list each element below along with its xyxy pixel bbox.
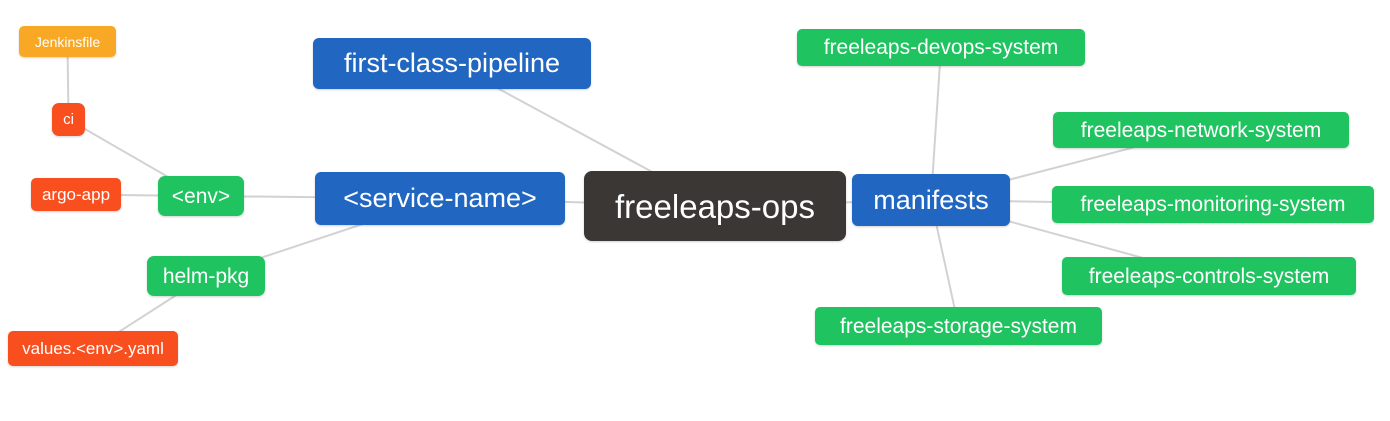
node-freeleaps-storage-system[interactable]: freeleaps-storage-system	[815, 307, 1102, 345]
node-label: argo-app	[41, 185, 111, 204]
node-env[interactable]: <env>	[158, 176, 244, 216]
node-freeleaps-network-system[interactable]: freeleaps-network-system	[1053, 112, 1349, 148]
node-label: <env>	[171, 184, 231, 208]
node-manifests[interactable]: manifests	[852, 174, 1010, 226]
node-values-env-yaml[interactable]: values.<env>.yaml	[8, 331, 178, 366]
node-label: values.<env>.yaml	[22, 339, 164, 358]
node-label: manifests	[873, 184, 989, 215]
node-helm-pkg[interactable]: helm-pkg	[147, 256, 265, 296]
node-label: freeleaps-devops-system	[823, 36, 1059, 59]
node-service-name[interactable]: <service-name>	[315, 172, 565, 225]
node-label: <service-name>	[343, 183, 537, 213]
node-label: freeleaps-ops	[615, 187, 815, 225]
node-ci[interactable]: ci	[52, 103, 85, 136]
node-jenkinsfile[interactable]: Jenkinsfile	[19, 26, 116, 57]
node-freeleaps-devops-system[interactable]: freeleaps-devops-system	[797, 29, 1085, 66]
node-freeleaps-ops[interactable]: freeleaps-ops	[584, 171, 846, 241]
node-first-class-pipeline[interactable]: first-class-pipeline	[313, 38, 591, 89]
node-label: freeleaps-storage-system	[840, 314, 1077, 338]
node-label: ci	[63, 111, 74, 128]
node-freeleaps-monitoring-system[interactable]: freeleaps-monitoring-system	[1052, 186, 1374, 223]
node-label: freeleaps-controls-system	[1088, 264, 1330, 288]
node-argo-app[interactable]: argo-app	[31, 178, 121, 211]
node-label: helm-pkg	[162, 264, 250, 288]
node-label: freeleaps-monitoring-system	[1080, 193, 1346, 216]
node-label: first-class-pipeline	[343, 48, 561, 78]
node-freeleaps-controls-system[interactable]: freeleaps-controls-system	[1062, 257, 1356, 295]
node-label: Jenkinsfile	[34, 33, 101, 50]
node-label: freeleaps-network-system	[1080, 118, 1322, 142]
